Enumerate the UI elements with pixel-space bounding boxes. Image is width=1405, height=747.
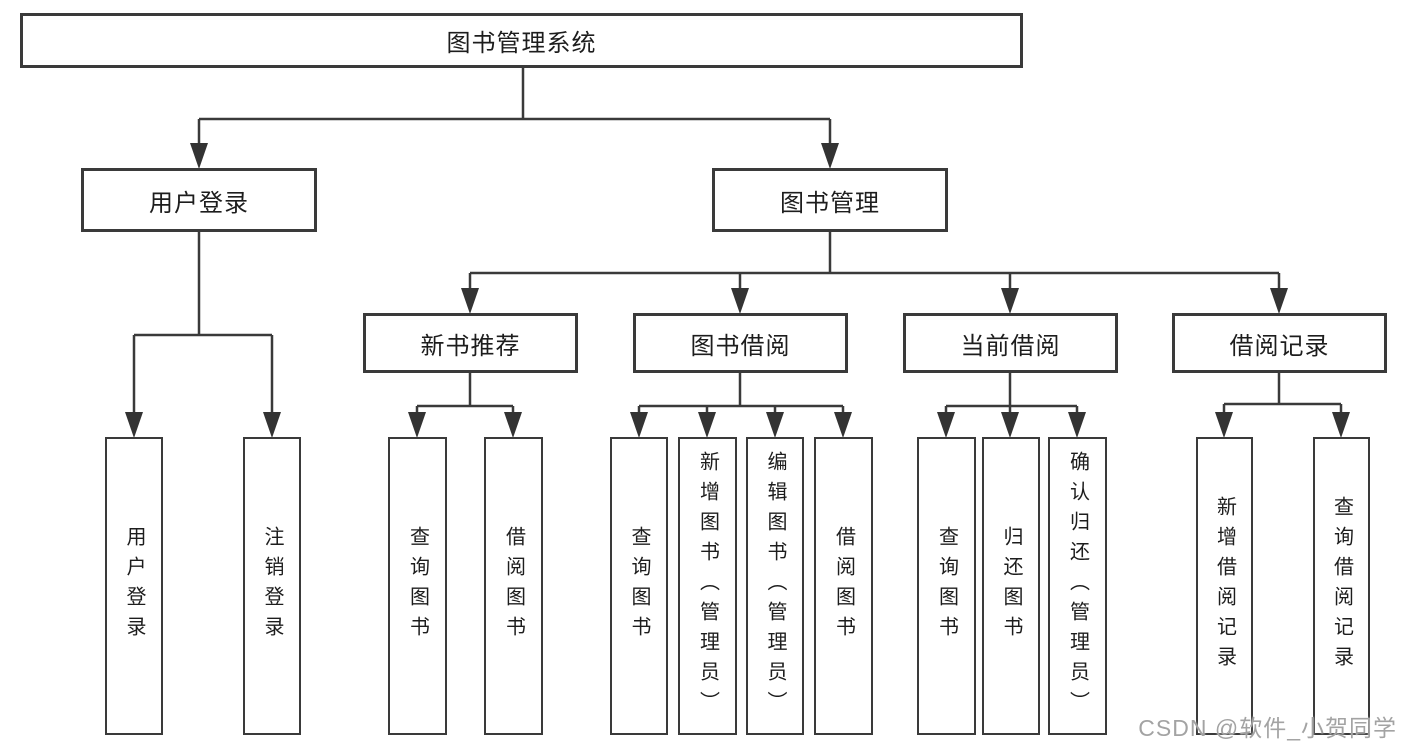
leaf-user-login: 用户登录 [105, 437, 163, 735]
leaf-query-borrow-record: 查询借阅记录 [1313, 437, 1370, 735]
node-root: 图书管理系统 [20, 13, 1023, 68]
arrowhead [731, 288, 749, 314]
leaf-user-login-label: 用户登录 [123, 526, 145, 646]
leaf-add-borrow-record-label: 新增借阅记录 [1213, 496, 1236, 676]
arrowhead [408, 412, 426, 438]
arrowhead [821, 143, 839, 169]
node-book-borrow-label: 图书借阅 [690, 332, 791, 360]
leaf-edit-book-admin-label: 编辑图书（管理员） [764, 451, 786, 721]
arrowhead [190, 143, 208, 169]
node-user-login-label: 用户登录 [149, 189, 249, 217]
arrowhead [834, 412, 852, 438]
node-book-borrow: 图书借阅 [633, 313, 848, 373]
node-new-book-recommend: 新书推荐 [363, 313, 578, 373]
node-current-borrow: 当前借阅 [903, 313, 1118, 373]
leaf-add-book-admin-label: 新增图书（管理员） [696, 451, 719, 721]
arrowhead [766, 412, 784, 438]
node-borrow-records: 借阅记录 [1172, 313, 1387, 373]
edge-root-to-level2 [197, 68, 832, 146]
arrowhead [1215, 412, 1233, 438]
arrowhead [937, 412, 955, 438]
leaf-query-books-recommend-label: 查询图书 [406, 526, 429, 646]
leaf-add-borrow-record: 新增借阅记录 [1196, 437, 1253, 735]
arrowhead [1068, 412, 1086, 438]
arrowhead [1270, 288, 1288, 314]
leaf-confirm-return-admin: 确认归还（管理员） [1048, 437, 1107, 735]
leaf-borrow-books-recommend-label: 借阅图书 [502, 526, 525, 646]
node-root-label: 图书管理系统 [446, 30, 597, 57]
node-book-management: 图书管理 [712, 168, 948, 232]
leaf-query-books-current-label: 查询图书 [935, 526, 958, 646]
leaf-logout: 注销登录 [243, 437, 301, 735]
arrowheads [125, 143, 1350, 438]
leaf-query-books-current: 查询图书 [917, 437, 976, 735]
arrowhead [504, 412, 522, 438]
watermark: CSDN @软件_小贺同学 [1138, 715, 1397, 741]
arrowhead [1001, 412, 1019, 438]
arrowhead [461, 288, 479, 314]
leaf-return-book-label: 归还图书 [1000, 526, 1022, 646]
node-new-book-recommend-label: 新书推荐 [420, 332, 521, 360]
edge-mgmt-to-level3 [468, 232, 1281, 291]
leaf-confirm-return-admin-label: 确认归还（管理员） [1066, 451, 1089, 721]
arrowhead [125, 412, 143, 438]
leaf-borrow-books-borrow-label: 借阅图书 [832, 526, 855, 646]
node-borrow-records-label: 借阅记录 [1229, 332, 1330, 360]
leaf-query-books-recommend: 查询图书 [388, 437, 447, 735]
arrowhead [1332, 412, 1350, 438]
node-user-login: 用户登录 [81, 168, 317, 232]
arrowhead [630, 412, 648, 438]
leaf-add-book-admin: 新增图书（管理员） [678, 437, 737, 735]
arrowhead [263, 412, 281, 438]
edge-login-to-children [132, 232, 274, 415]
node-book-management-label: 图书管理 [780, 189, 880, 217]
node-current-borrow-label: 当前借阅 [960, 332, 1061, 360]
leaf-borrow-books-borrow: 借阅图书 [814, 437, 873, 735]
arrowhead [698, 412, 716, 438]
leaf-borrow-books-recommend: 借阅图书 [484, 437, 543, 735]
leaf-query-borrow-record-label: 查询借阅记录 [1330, 496, 1353, 676]
edge-records-to-children [1222, 373, 1343, 415]
leaf-query-books-borrow-label: 查询图书 [628, 526, 650, 646]
edge-borrow-to-children [637, 373, 845, 415]
leaf-edit-book-admin: 编辑图书（管理员） [746, 437, 804, 735]
leaf-return-book: 归还图书 [982, 437, 1040, 735]
edge-recommend-to-children [415, 373, 515, 415]
edge-current-to-children [944, 373, 1079, 415]
leaf-query-books-borrow: 查询图书 [610, 437, 668, 735]
leaf-logout-label: 注销登录 [261, 526, 283, 646]
arrowhead [1001, 288, 1019, 314]
